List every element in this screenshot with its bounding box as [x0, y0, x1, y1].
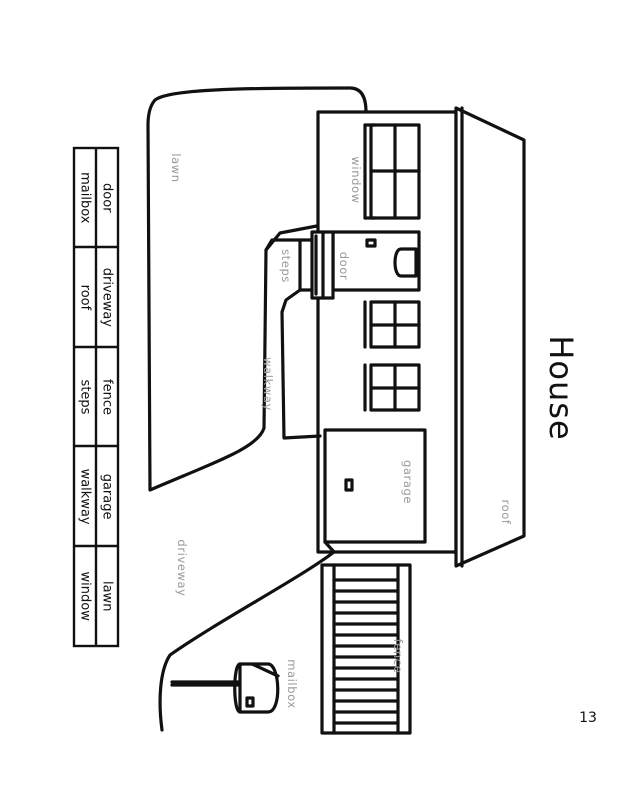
front-steps	[298, 230, 335, 300]
page-number: 13	[579, 710, 597, 726]
word-bank-cell: window	[78, 572, 93, 622]
label-lawn: lawn	[169, 153, 183, 182]
word-bank-cell: roof	[78, 285, 93, 311]
label-window: window	[349, 156, 363, 203]
word-bank-cell: driveway	[100, 268, 115, 327]
label-driveway: driveway	[175, 539, 189, 596]
label-steps: steps	[279, 249, 293, 283]
page-title: House	[542, 335, 580, 440]
label-fence: fence	[391, 639, 405, 674]
label-walkway: walkway	[261, 357, 275, 411]
roof-shape	[454, 106, 526, 568]
mailbox	[170, 662, 280, 714]
word-bank-cell: door	[100, 183, 115, 213]
driveway-edge	[158, 550, 336, 732]
fence	[320, 563, 412, 735]
window-lower	[363, 363, 421, 412]
word-bank-cell: fence	[100, 379, 115, 415]
garage-door	[323, 428, 427, 554]
label-door: door	[337, 252, 351, 281]
word-bank-cell: garage	[100, 474, 115, 520]
word-bank-cell: steps	[78, 380, 93, 415]
word-bank-cell: lawn	[100, 581, 115, 611]
window-top	[363, 123, 421, 220]
label-mailbox: mailbox	[285, 659, 299, 709]
label-roof: roof	[499, 500, 513, 525]
word-bank-cell: mailbox	[78, 172, 93, 224]
label-garage: garage	[401, 460, 415, 504]
window-middle	[363, 300, 421, 349]
word-bank-cell: walkway	[78, 469, 93, 525]
word-bank: doormailboxdrivewayrooffencestepsgaragew…	[72, 146, 120, 648]
front-door	[331, 230, 421, 292]
walkway-path	[264, 238, 322, 440]
